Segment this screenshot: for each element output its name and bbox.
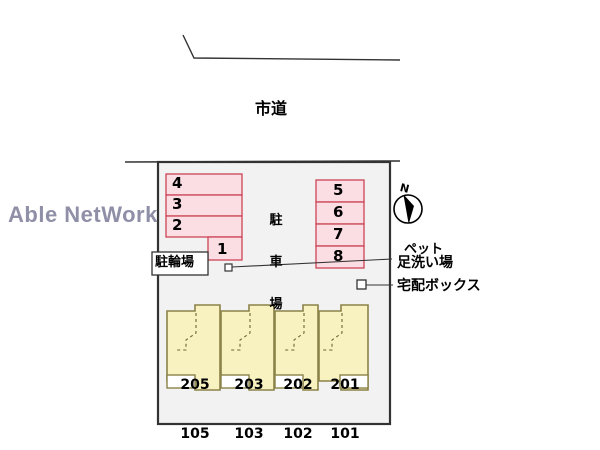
unit-upper-203: 203 [234,377,264,394]
parking-stall-label-1: 1 [217,240,228,258]
building-balconies [166,374,369,389]
road-label: 市道 [255,99,288,118]
building-interior-dashed-lines [176,313,343,351]
callout-foot-wash-label: 足洗い場 [397,255,453,271]
pet-foot-wash-leader-line [231,258,393,268]
parking-stall-2[interactable] [165,215,243,238]
balcony-205 [166,374,196,389]
unit-label-201-101: 201 101 [323,345,367,450]
delivery-box-marker-icon[interactable] [356,279,367,290]
unit-label-205-105: 205 105 [173,345,217,450]
parking-stall-label-2: 2 [172,216,183,234]
bicycle-parking-label: 駐輪場 [155,255,195,270]
unit-upper-202: 202 [283,377,313,394]
parking-lot-label: 駐 車 場 [268,187,284,339]
unit-lower-101: 101 [330,426,360,443]
callout-pet-label: ペット [404,242,444,257]
callout-delivery-box-label: 宅配ボックス [397,278,481,294]
parking-block-right [315,179,365,269]
road-polyline [182,34,401,61]
unit-upper-205: 205 [180,377,210,394]
apartment-building [166,304,369,391]
compass-rose-icon [393,194,423,224]
balcony-201 [339,374,369,389]
watermark-able-network: Able NetWork [8,202,158,227]
parking-block-left [165,173,243,261]
bicycle-parking-box[interactable] [151,251,209,276]
parking-stall-label-7: 7 [333,225,344,243]
unit-upper-201: 201 [330,377,360,394]
unit-lower-102: 102 [283,426,313,443]
unit-lower-105: 105 [180,426,210,443]
parking-stall-label-6: 6 [333,203,344,221]
parking-stall-label-5: 5 [333,181,344,199]
unit-label-202-102: 202 102 [276,345,320,450]
parking-lot-label-char-3: 場 [269,296,283,312]
unit-label-203-103: 203 103 [227,345,271,450]
parking-stall-label-8: 8 [333,247,344,265]
parking-stall-label-4: 4 [172,174,183,192]
parking-stall-label-3: 3 [172,195,183,213]
parking-lot-label-char-2: 車 [269,254,283,270]
pet-foot-wash-marker-icon[interactable] [224,263,233,272]
parking-stall-1[interactable] [207,236,243,261]
balcony-203 [220,374,250,389]
building-unit-201-101[interactable] [318,304,369,391]
parking-lot-label-char-1: 駐 [269,213,283,228]
unit-lower-103: 103 [234,426,264,443]
balcony-202 [274,374,304,389]
